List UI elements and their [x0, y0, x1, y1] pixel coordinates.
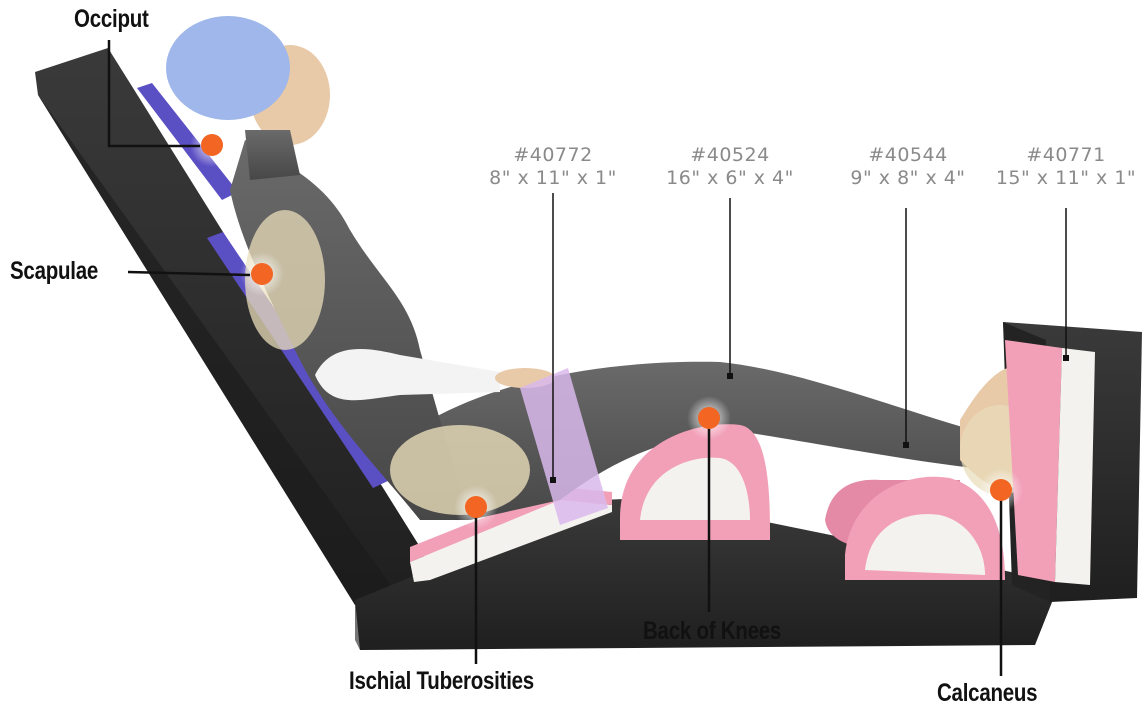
product-size: 9" x 8" x 4": [830, 167, 986, 190]
product-40771-dot: [1063, 355, 1069, 361]
calcaneus-marker: [990, 479, 1012, 501]
product-part-number: #40772: [475, 144, 631, 167]
product-callout-40772: #40772 8" x 11" x 1": [475, 144, 631, 190]
product-40772-dot: [550, 477, 556, 483]
foot-pad: [1005, 340, 1095, 585]
product-callout-40524: #40524 16" x 6" x 4": [652, 144, 808, 190]
scapulae-marker: [251, 263, 273, 285]
label-back-of-knees: Back of Knees: [643, 617, 781, 646]
product-part-number: #40771: [988, 144, 1144, 167]
product-part-number: #40524: [652, 144, 808, 167]
label-occiput: Occiput: [74, 5, 149, 34]
surgical-cap: [166, 16, 290, 120]
label-ischial-tuberosities: Ischial Tuberosities: [349, 667, 534, 696]
product-size: 15" x 11" x 1": [988, 167, 1144, 190]
patient-arm: [315, 349, 500, 400]
product-size: 16" x 6" x 4": [652, 167, 808, 190]
occiput-marker: [201, 134, 223, 156]
product-40524-dot: [727, 373, 733, 379]
label-scapulae: Scapulae: [10, 257, 98, 286]
knees-marker: [698, 407, 720, 429]
product-part-number: #40544: [830, 144, 986, 167]
product-size: 8" x 11" x 1": [475, 167, 631, 190]
product-40544-dot: [903, 442, 909, 448]
ischial-marker: [465, 496, 487, 518]
heel-positioner: [825, 477, 1005, 580]
label-calcaneus: Calcaneus: [937, 679, 1037, 708]
product-callout-40771: #40771 15" x 11" x 1": [988, 144, 1144, 190]
product-callout-40544: #40544 9" x 8" x 4": [830, 144, 986, 190]
